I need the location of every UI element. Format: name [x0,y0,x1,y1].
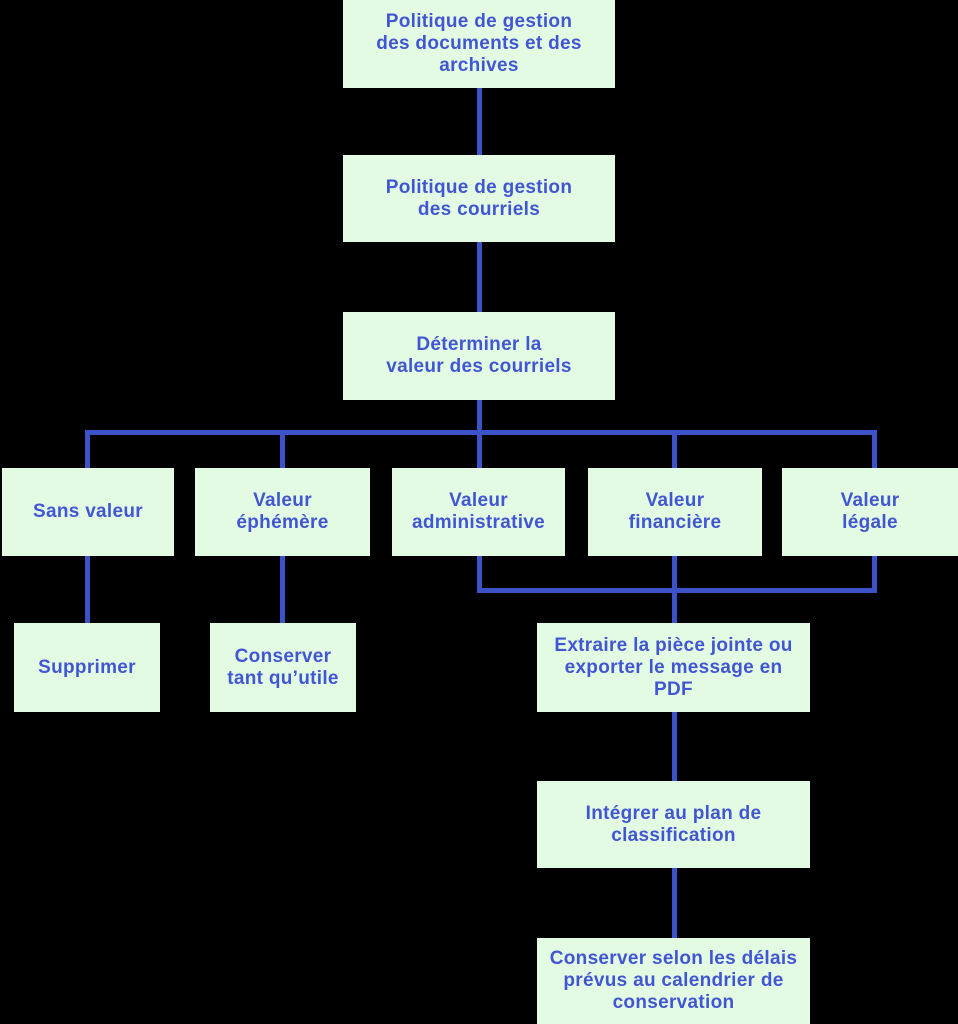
connector-rail-to-valeur-financiere [672,435,677,468]
connector-rail-to-valeur-administrative [477,435,482,468]
node-conserver-tant-qu-utile: Conserver tant qu’utile [210,623,356,712]
connector-integrer-to-conserver-delais [672,868,677,938]
node-politique-courriels: Politique de gestion des courriels [343,155,615,242]
connector-administrative-to-merge-rail [477,556,482,593]
node-supprimer: Supprimer [14,623,160,712]
connector-determiner-to-branch-rail [477,400,482,435]
node-conserver-selon-delais: Conserver selon les délais prévus au cal… [537,938,810,1024]
connector-rail-to-valeur-ephemere [280,435,285,468]
connector-sans-valeur-to-supprimer [85,556,90,623]
connector-politique-docs-to-courriels [477,87,482,155]
node-valeur-administrative: Valeur administrative [392,468,565,556]
node-valeur-ephemere: Valeur éphémère [195,468,370,556]
connector-rail-to-valeur-legale [872,435,877,468]
connector-courriels-to-determiner [477,242,482,312]
connector-merge-rail-bottom [477,588,877,593]
node-integrer-plan-classification: Intégrer au plan de classification [537,781,810,868]
connector-branch-rail-top [85,430,877,435]
node-sans-valeur: Sans valeur [2,468,174,556]
node-extraire-piece-jointe: Extraire la pièce jointe ou exporter le … [537,623,810,712]
connector-legale-to-merge-rail [872,556,877,593]
connector-extraire-to-integrer [672,712,677,781]
node-determiner-valeur: Déterminer la valeur des courriels [343,312,615,400]
connector-ephemere-to-conserver-utile [280,556,285,623]
connector-rail-to-sans-valeur [85,435,90,468]
node-valeur-financiere: Valeur financière [588,468,762,556]
node-politique-documents-archives: Politique de gestion des documents et de… [343,0,615,88]
node-valeur-legale: Valeur légale [782,468,958,556]
